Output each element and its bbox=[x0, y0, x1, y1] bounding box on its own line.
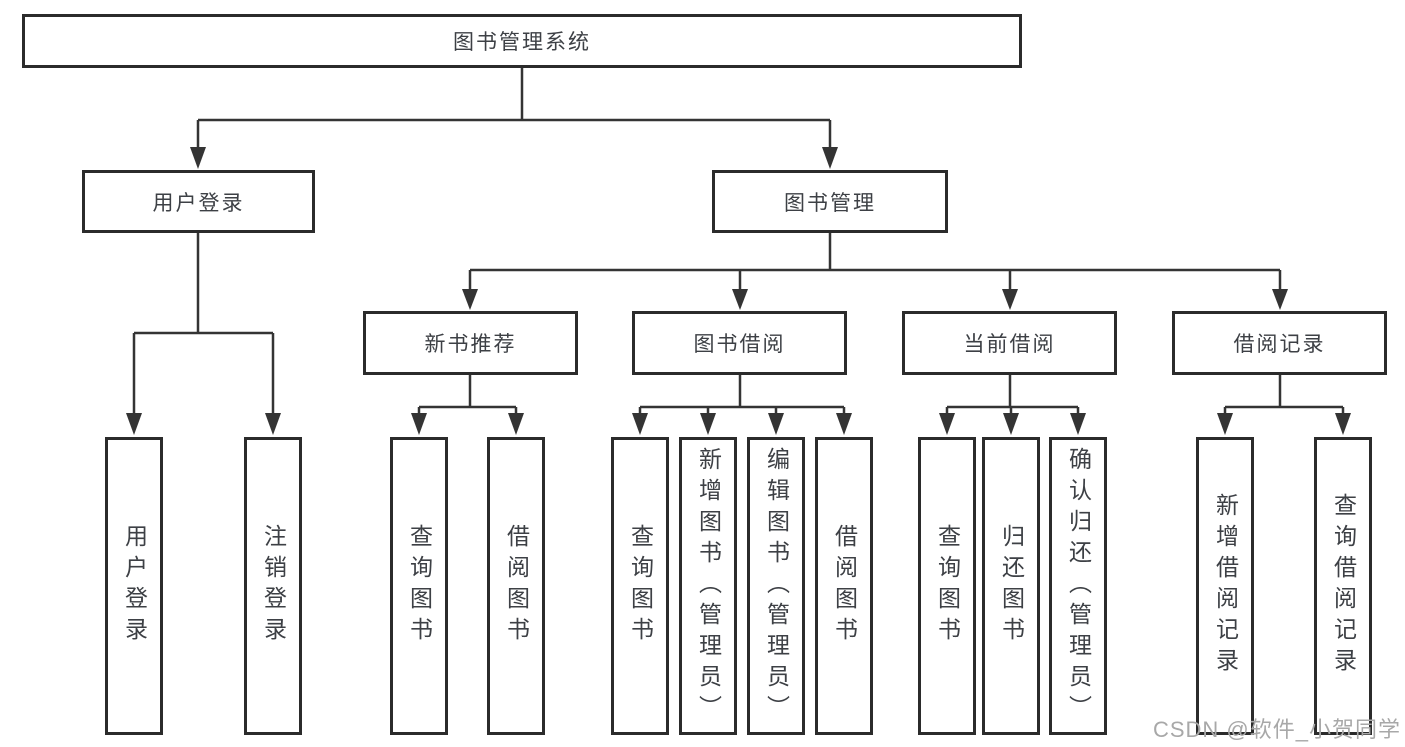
leaf-logout: 注销登录 bbox=[244, 437, 302, 735]
node-book-management: 图书管理 bbox=[712, 170, 948, 233]
connector-borrowing-to-leaves bbox=[632, 375, 852, 435]
node-book-borrowing: 图书借阅 bbox=[632, 311, 847, 375]
leaf-borrowing-edit-books-admin: 编辑图书（管理员） bbox=[747, 437, 805, 735]
connector-bookmgmt-to-level3 bbox=[462, 233, 1288, 310]
leaf-current-confirm-return-admin: 确认归还（管理员） bbox=[1049, 437, 1107, 735]
leaf-borrowing-query-books: 查询图书 bbox=[611, 437, 669, 735]
connector-recommend-to-leaves bbox=[411, 375, 524, 435]
leaf-user-login: 用户登录 bbox=[105, 437, 163, 735]
connector-records-to-leaves bbox=[1217, 375, 1351, 435]
connector-current-to-leaves bbox=[939, 375, 1086, 435]
leaf-records-add-record: 新增借阅记录 bbox=[1196, 437, 1254, 735]
node-new-book-recommend: 新书推荐 bbox=[363, 311, 578, 375]
node-user-login: 用户登录 bbox=[82, 170, 315, 233]
connector-root-to-level2 bbox=[190, 68, 838, 169]
leaf-current-query-books: 查询图书 bbox=[918, 437, 976, 735]
leaf-recommend-query-books: 查询图书 bbox=[390, 437, 448, 735]
node-current-borrowing: 当前借阅 bbox=[902, 311, 1117, 375]
csdn-watermark: CSDN @软件_小贺同学 bbox=[1152, 717, 1401, 742]
connector-userlogin-to-leaves bbox=[126, 233, 281, 435]
node-borrowing-records: 借阅记录 bbox=[1172, 311, 1387, 375]
node-root: 图书管理系统 bbox=[22, 14, 1022, 68]
leaf-recommend-borrow-books: 借阅图书 bbox=[487, 437, 545, 735]
leaf-borrowing-add-books-admin: 新增图书（管理员） bbox=[679, 437, 737, 735]
leaf-records-query-record: 查询借阅记录 bbox=[1314, 437, 1372, 735]
leaf-current-return-books: 归还图书 bbox=[982, 437, 1040, 735]
leaf-borrowing-borrow-books: 借阅图书 bbox=[815, 437, 873, 735]
